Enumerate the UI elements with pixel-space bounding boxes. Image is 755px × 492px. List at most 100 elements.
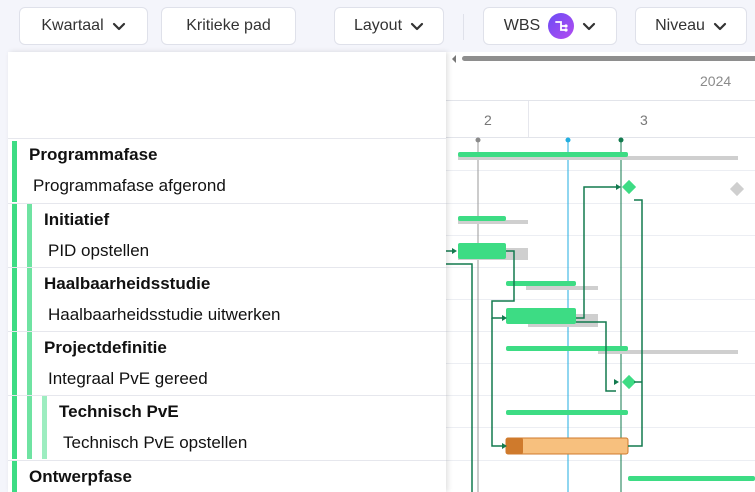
- status-date-dot: [618, 137, 624, 143]
- baseline-bar: [526, 286, 598, 290]
- wbs-level-bar: [12, 235, 17, 267]
- link-arrowhead: [614, 379, 619, 385]
- critical-path-button[interactable]: Kritieke pad: [161, 7, 296, 45]
- dependency-link: [576, 321, 616, 392]
- summary-bar-projectdefinitie: [506, 346, 628, 351]
- gantt-bars: [446, 137, 755, 492]
- wbs-level-bar: [27, 204, 32, 235]
- task-row-projectdefinitie[interactable]: Projectdefinitie: [8, 331, 446, 363]
- task-row-programmafase-afgerond[interactable]: Programmafase afgerond: [8, 170, 446, 202]
- dependency-link: [576, 186, 618, 319]
- summary-bar-haalbaarheidsstudie: [506, 281, 576, 286]
- task-bar-pid-opstellen: [458, 243, 506, 259]
- scroll-left-arrow-icon[interactable]: [450, 54, 458, 64]
- level-dropdown[interactable]: Niveau: [635, 7, 747, 45]
- task-label: Haalbaarheidsstudie: [44, 273, 211, 293]
- today-dot: [565, 137, 571, 143]
- quarter-label: Kwartaal: [41, 17, 104, 34]
- wbs-level-bar: [27, 268, 32, 299]
- row-gridline: [446, 460, 755, 461]
- link-arrowhead: [502, 315, 507, 321]
- chevron-down-icon: [112, 22, 125, 31]
- summary-bar-ontwerpfase: [628, 476, 755, 481]
- wbs-level-bar: [27, 299, 32, 331]
- timeline-year-label: 2024: [700, 73, 732, 89]
- chevron-down-icon: [410, 22, 424, 31]
- critical-path-label: Kritieke pad: [186, 17, 271, 34]
- baseline-bar: [458, 220, 528, 224]
- timeline-period-divider: [528, 101, 529, 138]
- summary-bar-technisch-pve: [506, 410, 628, 415]
- chevron-down-icon: [583, 22, 596, 31]
- task-progress-technisch-pve-opstellen: [506, 438, 523, 454]
- task-label: Ontwerpfase: [29, 466, 132, 486]
- task-label: Initiatief: [44, 209, 110, 229]
- wbs-level-bar: [12, 396, 17, 427]
- task-row-ontwerpfase[interactable]: Ontwerpfase: [8, 460, 446, 492]
- layout-label: Layout: [353, 17, 403, 34]
- wbs-level-bar: [27, 396, 32, 427]
- row-gridline: [446, 170, 755, 171]
- task-row-technisch-pve[interactable]: Technisch PvE: [8, 395, 446, 427]
- dependency-link: [491, 250, 515, 319]
- link-arrowhead: [502, 443, 507, 449]
- row-gridline: [446, 363, 755, 364]
- quarter-dropdown[interactable]: Kwartaal: [19, 7, 148, 45]
- task-label: Haalbaarheidsstudie uitwerken: [48, 305, 281, 324]
- wbs-hierarchy-icon: [548, 13, 575, 39]
- wbs-level-bar: [12, 170, 17, 202]
- task-label: Integraal PvE gereed: [48, 369, 208, 388]
- baseline-bar: [458, 156, 738, 160]
- row-gridline: [446, 331, 755, 332]
- milestone-baseline: [729, 181, 745, 197]
- link-arrowhead: [616, 184, 621, 190]
- horizontal-scrollbar[interactable]: [462, 56, 755, 61]
- wbs-level-bar: [27, 363, 32, 395]
- task-label: Technisch PvE opstellen: [63, 433, 248, 452]
- task-row-pid-opstellen[interactable]: PID opstellen: [8, 235, 446, 267]
- timeline-header-bottom: [446, 137, 755, 138]
- wbs-level-bar: [27, 235, 32, 267]
- task-row-programmafase[interactable]: Programmafase: [8, 138, 446, 170]
- wbs-level-bar: [12, 363, 17, 395]
- timeline-header-divider: [446, 100, 755, 101]
- layout-dropdown[interactable]: Layout: [334, 7, 444, 45]
- task-grid: Programmafase Programmafase afgerond Ini…: [8, 52, 446, 492]
- timeline-tick-2: 2: [484, 112, 492, 128]
- summary-bar-programmafase: [458, 152, 628, 157]
- wbs-level-bar: [12, 299, 17, 331]
- task-row-haalbaarheidsstudie[interactable]: Haalbaarheidsstudie: [8, 267, 446, 299]
- wbs-level-bar: [42, 427, 47, 459]
- wbs-level-bar: [12, 427, 17, 459]
- task-label: Technisch PvE: [59, 401, 179, 421]
- link-arrowhead: [452, 248, 457, 254]
- task-bar-technisch-pve-opstellen: [505, 437, 629, 455]
- dependency-link: [628, 199, 643, 447]
- wbs-level-bar: [12, 332, 17, 363]
- gantt-timeline: 2024 2 3: [446, 52, 755, 492]
- row-gridline: [446, 203, 755, 204]
- milestone-integraal-pve-gereed: [621, 374, 637, 390]
- row-gridline: [446, 235, 755, 236]
- task-label: Programmafase: [29, 144, 158, 164]
- wbs-level-bar: [12, 141, 17, 170]
- task-row-initiatief[interactable]: Initiatief: [8, 203, 446, 235]
- wbs-label: WBS: [503, 17, 541, 34]
- timeline-marker-dot: [475, 137, 481, 143]
- timeline-tick-3: 3: [640, 112, 648, 128]
- wbs-level-bar: [42, 396, 47, 427]
- task-row-haalbaarheidsstudie-uitwerken[interactable]: Haalbaarheidsstudie uitwerken: [8, 299, 446, 331]
- task-label: Programmafase afgerond: [33, 176, 226, 195]
- level-label: Niveau: [655, 17, 705, 34]
- dependency-link: [491, 318, 504, 447]
- toolbar-divider: [463, 14, 464, 40]
- row-gridline: [446, 395, 755, 396]
- wbs-level-bar: [12, 461, 17, 492]
- task-label: Projectdefinitie: [44, 337, 167, 357]
- task-bar-haalbaarheidsstudie-uitwerken: [506, 308, 576, 324]
- dependency-link: [446, 263, 473, 492]
- row-gridline: [446, 427, 755, 428]
- wbs-dropdown[interactable]: WBS: [483, 7, 617, 45]
- task-row-integraal-pve-gereed[interactable]: Integraal PvE gereed: [8, 363, 446, 395]
- task-row-technisch-pve-opstellen[interactable]: Technisch PvE opstellen: [8, 427, 446, 459]
